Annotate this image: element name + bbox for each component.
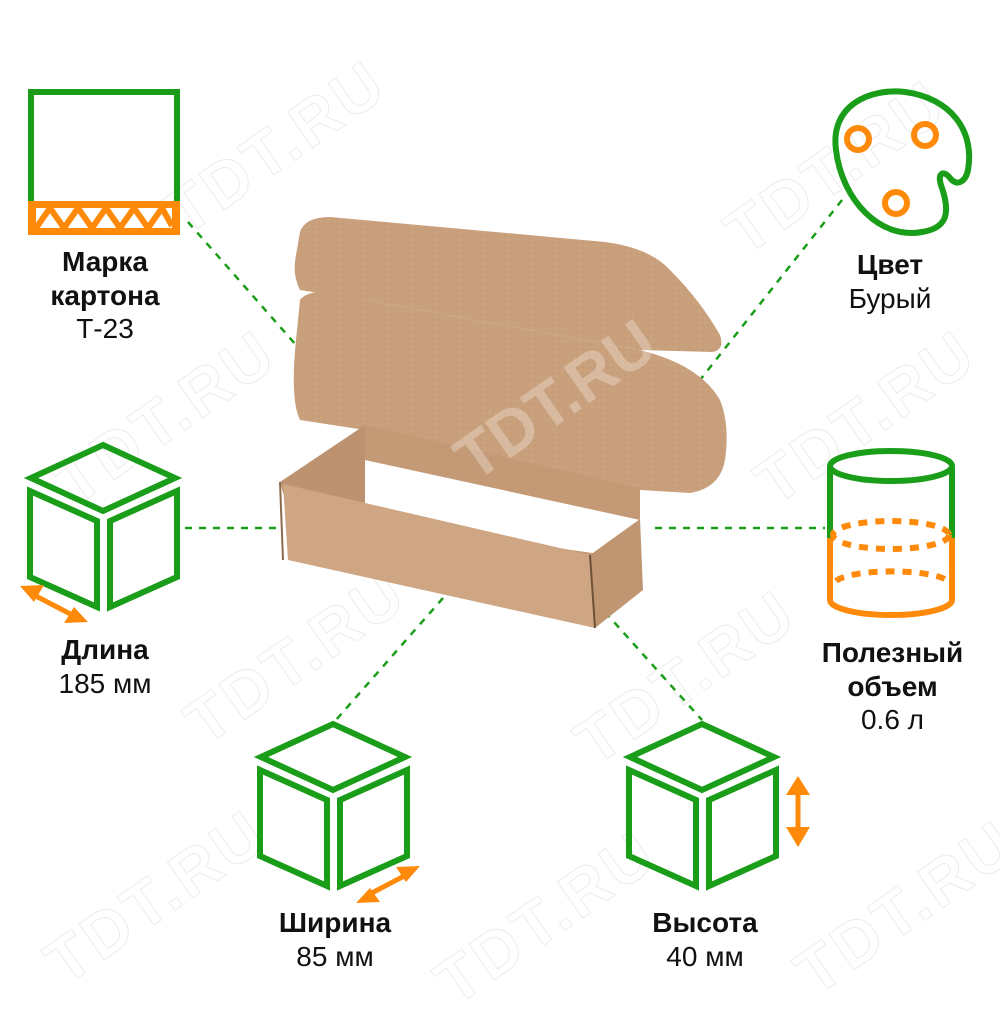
- spec-title: Марка: [62, 246, 148, 277]
- spec-title: Ширина: [278, 907, 392, 938]
- connector-width: [335, 597, 444, 721]
- cube-height-icon: [622, 720, 810, 891]
- spec-cardboard-grade: Марка картона Т-23: [20, 245, 190, 346]
- spec-useful-volume: Полезный объем 0.6 л: [800, 636, 985, 737]
- spec-value: Бурый: [848, 282, 932, 314]
- spec-width: Ширина 85 мм: [250, 906, 420, 973]
- spec-title: картона: [50, 279, 160, 311]
- connector-color: [699, 199, 843, 381]
- spec-value: 85 мм: [296, 940, 374, 972]
- spec-value: Т-23: [76, 313, 134, 345]
- spec-value: 0.6 л: [860, 704, 925, 736]
- cylinder-volume-icon: [827, 448, 955, 618]
- connector-height: [604, 611, 703, 721]
- spec-height: Высота 40 мм: [620, 906, 790, 973]
- corrugated-cardboard-icon: [28, 89, 180, 235]
- spec-value: 185 мм: [58, 667, 152, 699]
- spec-title: Длина: [61, 634, 149, 665]
- spec-title: объем: [847, 670, 938, 702]
- spec-title: Высота: [652, 907, 758, 938]
- cube-width-icon: [253, 720, 420, 903]
- connector-cardboard-grade: [187, 221, 297, 346]
- spec-color: Цвет Бурый: [820, 248, 960, 315]
- spec-length: Длина 185 мм: [20, 633, 190, 700]
- spec-title: Цвет: [856, 249, 924, 280]
- cube-length-icon: [20, 441, 183, 623]
- open-box-image: TDT.RU: [279, 217, 727, 629]
- spec-title: Полезный: [821, 637, 964, 668]
- spec-value: 40 мм: [666, 940, 744, 972]
- palette-icon: [832, 88, 973, 237]
- connector-lines: [185, 199, 843, 721]
